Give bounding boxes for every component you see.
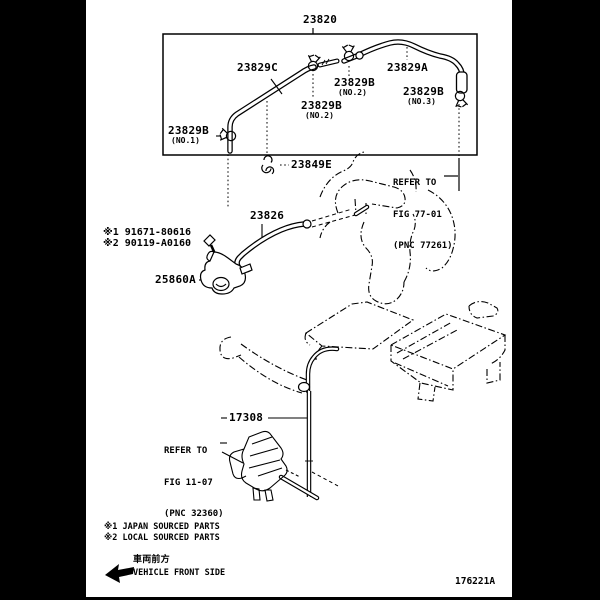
refer-fig11-block: REFER TO FIG 11-07 (PNC 32360): [164, 425, 224, 530]
callout-23829b-no1: 23829B: [168, 124, 209, 137]
callout-23829b-no2-upper: 23829B: [334, 76, 375, 89]
callout-25860a: 25860A: [155, 273, 196, 286]
vehicle-front-label-jp: 車両前方: [133, 555, 170, 565]
refer-fig77-line2: FIG 77-01: [393, 209, 442, 220]
vehicle-front-label-en: VEHICLE FRONT SIDE: [133, 568, 226, 578]
footnote-local-sourced: ※2 LOCAL SOURCED PARTS: [104, 533, 220, 543]
hose-connector-art: [317, 58, 340, 68]
refer-fig11-line3: (PNC 32360): [164, 509, 224, 519]
refer-fig77-line1: REFER TO: [393, 178, 437, 188]
drawing-id: 176221A: [455, 576, 496, 587]
callout-17308: 17308: [229, 411, 264, 424]
callout-23829b-no3: 23829B: [403, 85, 444, 98]
refer-fig77-block: REFER TO FIG 77-01 (PNC 77261): [393, 157, 453, 262]
vehicle-front-arrow: [105, 564, 134, 583]
diagram-paper: [86, 0, 512, 600]
air-cleaner-outline: [219, 300, 507, 402]
dotted-leaders: [227, 47, 460, 208]
hose-23826-art: [234, 204, 370, 274]
refer-fig77-bracket: [444, 158, 460, 191]
callout-23849e: 23849E: [291, 158, 332, 171]
callout-23829b-no2-lower-note: (NO.2): [305, 111, 334, 120]
scan-edge: [86, 597, 512, 600]
callout-bolt-local: ※2 90119-A0160: [103, 238, 191, 249]
callout-23829b-no2-lower: 23829B: [301, 99, 342, 112]
vsv-valve-art: [199, 234, 253, 295]
hose-kit-box: [162, 28, 478, 156]
callout-23820: 23820: [303, 13, 338, 26]
callout-23829c: 23829C: [237, 61, 278, 74]
refer-fig11-line2: FIG 11-07: [164, 477, 213, 488]
hose-23829a-art: [341, 39, 468, 94]
callout-23826: 23826: [250, 209, 285, 222]
refer-fig11-line1: REFER TO: [164, 446, 208, 456]
refer-fig77-line3: (PNC 77261): [393, 241, 453, 251]
clamp-23849e-icon: [261, 155, 275, 175]
bracket-32360-art: [228, 430, 301, 502]
callout-23829b-no2-upper-note: (NO.2): [338, 88, 367, 97]
hose-17308-art: [278, 346, 341, 501]
callout-bolt-japan: ※1 91671-80616: [103, 227, 191, 238]
footnote-japan-sourced: ※1 JAPAN SOURCED PARTS: [104, 522, 220, 532]
callout-23829a: 23829A: [387, 61, 428, 74]
callout-23829b-no3-note: (NO.3): [407, 97, 436, 106]
hose-23829c-art: [227, 64, 317, 154]
callout-23829b-no1-note: (NO.1): [171, 136, 200, 145]
